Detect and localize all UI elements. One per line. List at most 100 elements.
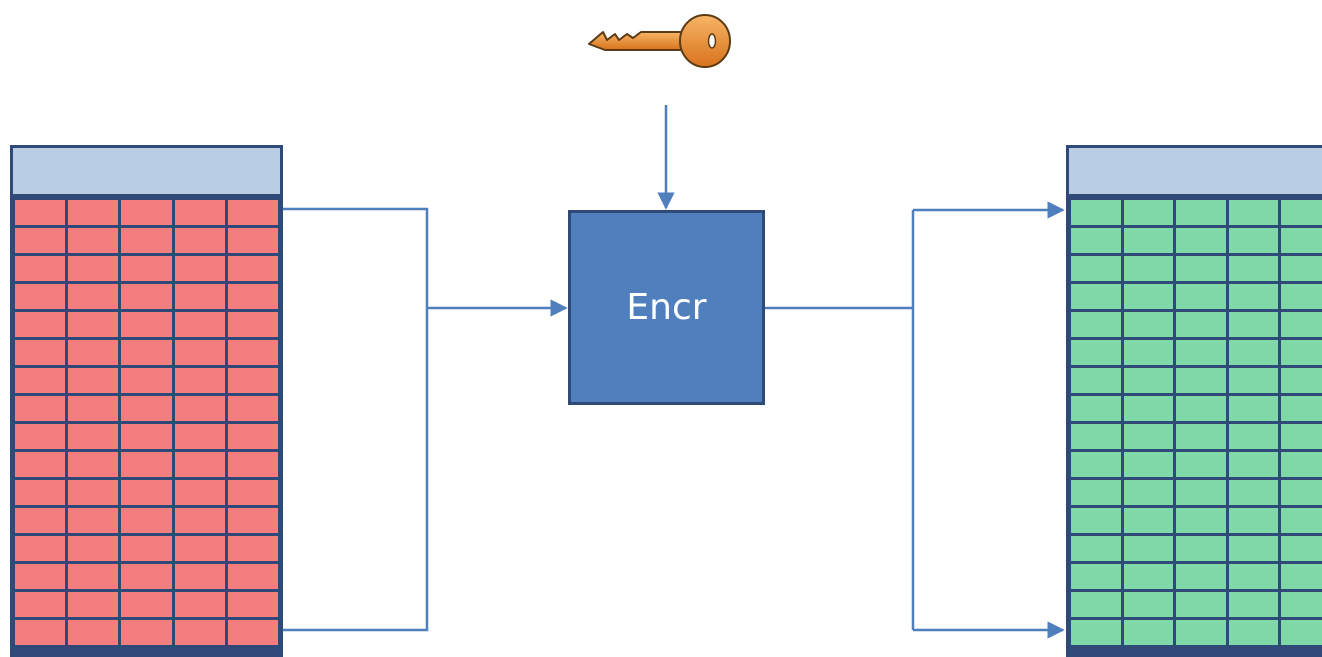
- table-cell: [121, 620, 172, 645]
- table-cell: [1228, 564, 1279, 589]
- ciphertext-table: [1066, 145, 1322, 657]
- table-cell: [1281, 340, 1322, 365]
- table-cell: [1228, 536, 1279, 561]
- table-cell: [1228, 256, 1279, 281]
- table-cell: [1281, 200, 1322, 225]
- table-cell: [1123, 200, 1174, 225]
- table-cell: [1281, 480, 1322, 505]
- table-cell: [68, 536, 119, 561]
- table-cell: [68, 564, 119, 589]
- table-cell: [227, 396, 278, 421]
- plaintext-table-header: [13, 148, 280, 197]
- table-cell: [121, 480, 172, 505]
- table-cell: [227, 312, 278, 337]
- table-cell: [1176, 200, 1226, 225]
- table-cell: [121, 228, 172, 253]
- table-cell: [227, 452, 278, 477]
- table-cell: [1228, 228, 1279, 253]
- table-cell: [1071, 312, 1121, 337]
- table-cell: [15, 368, 66, 393]
- table-cell: [1228, 452, 1279, 477]
- table-cell: [68, 284, 119, 309]
- table-cell: [1123, 228, 1174, 253]
- table-cell: [227, 340, 278, 365]
- table-cell: [1228, 284, 1279, 309]
- table-cell: [15, 508, 66, 533]
- table-cell: [1281, 284, 1322, 309]
- table-cell: [121, 200, 172, 225]
- table-cell: [1123, 396, 1174, 421]
- table-cell: [1176, 312, 1226, 337]
- table-cell: [174, 256, 225, 281]
- table-cell: [174, 564, 225, 589]
- table-cell: [1123, 592, 1174, 617]
- table-cell: [1071, 536, 1121, 561]
- table-cell: [174, 228, 225, 253]
- table-cell: [1176, 368, 1226, 393]
- table-cell: [1071, 564, 1121, 589]
- table-cell: [15, 284, 66, 309]
- input-bracket: [283, 207, 429, 632]
- table-cell: [1123, 340, 1174, 365]
- table-cell: [1176, 564, 1226, 589]
- table-cell: [1071, 592, 1121, 617]
- table-cell: [174, 368, 225, 393]
- table-cell: [121, 508, 172, 533]
- table-cell: [15, 340, 66, 365]
- table-cell: [1281, 536, 1322, 561]
- table-cell: [1071, 452, 1121, 477]
- table-cell: [174, 200, 225, 225]
- table-cell: [15, 564, 66, 589]
- table-cell: [15, 312, 66, 337]
- table-cell: [174, 312, 225, 337]
- table-cell: [1281, 256, 1322, 281]
- table-cell: [1228, 368, 1279, 393]
- table-cell: [1176, 424, 1226, 449]
- table-cell: [15, 536, 66, 561]
- table-cell: [1071, 620, 1121, 645]
- table-cell: [68, 312, 119, 337]
- table-cell: [1228, 200, 1279, 225]
- table-cell: [121, 592, 172, 617]
- table-cell: [1281, 564, 1322, 589]
- table-cell: [1176, 340, 1226, 365]
- table-cell: [1176, 228, 1226, 253]
- table-cell: [174, 396, 225, 421]
- table-cell: [1071, 228, 1121, 253]
- table-cell: [121, 396, 172, 421]
- table-cell: [227, 508, 278, 533]
- table-cell: [121, 312, 172, 337]
- table-cell: [1281, 452, 1322, 477]
- table-cell: [68, 620, 119, 645]
- encrypt-box: Encr: [568, 210, 765, 405]
- table-cell: [1071, 396, 1121, 421]
- table-cell: [1176, 508, 1226, 533]
- table-cell: [1281, 508, 1322, 533]
- table-cell: [1123, 620, 1174, 645]
- table-cell: [1071, 340, 1121, 365]
- table-cell: [15, 452, 66, 477]
- table-cell: [174, 424, 225, 449]
- table-cell: [227, 424, 278, 449]
- table-cell: [15, 200, 66, 225]
- table-cell: [121, 564, 172, 589]
- table-cell: [227, 536, 278, 561]
- table-cell: [1176, 592, 1226, 617]
- table-cell: [121, 368, 172, 393]
- table-cell: [1228, 480, 1279, 505]
- table-cell: [15, 592, 66, 617]
- table-cell: [1123, 564, 1174, 589]
- table-cell: [1071, 368, 1121, 393]
- ciphertext-table-grid: [1069, 197, 1322, 654]
- table-cell: [1176, 620, 1226, 645]
- table-cell: [68, 592, 119, 617]
- table-cell: [1281, 396, 1322, 421]
- table-cell: [15, 620, 66, 645]
- table-cell: [174, 592, 225, 617]
- table-cell: [1176, 480, 1226, 505]
- table-cell: [1071, 200, 1121, 225]
- table-cell: [1281, 312, 1322, 337]
- table-cell: [1281, 620, 1322, 645]
